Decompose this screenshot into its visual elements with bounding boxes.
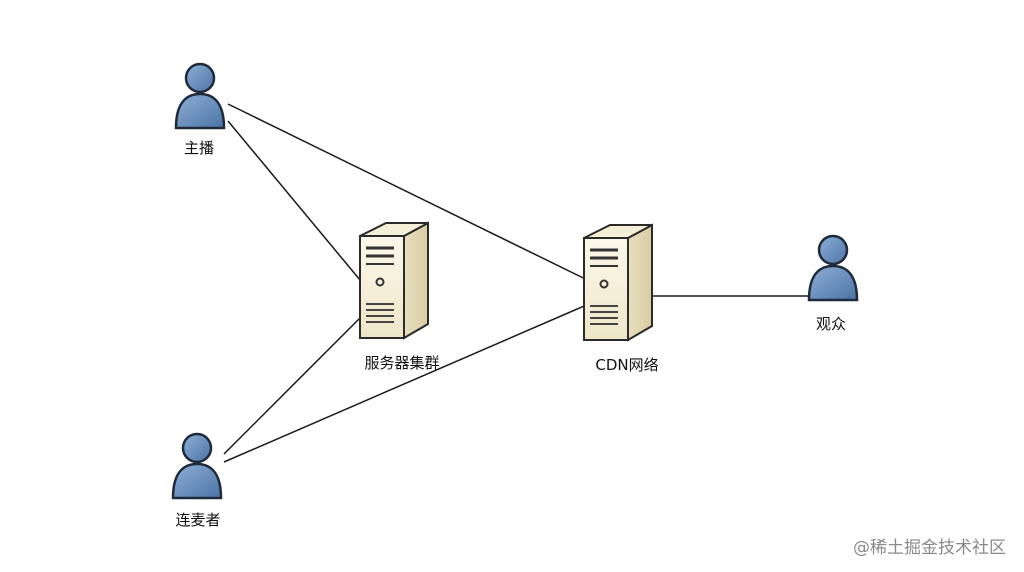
server-cluster-icon <box>358 221 430 340</box>
edge-anchor-cdn <box>227 103 619 296</box>
edges <box>223 103 808 463</box>
cdn-label: CDN网络 <box>595 356 659 374</box>
edge-cohost-cdn <box>223 299 599 463</box>
cohost-person-icon <box>171 432 223 500</box>
anchor-label: 主播 <box>183 139 215 157</box>
edge-anchor-server <box>227 120 361 281</box>
cohost-label: 连麦者 <box>175 511 221 529</box>
edge-cohost-server <box>223 317 361 455</box>
anchor-person-icon <box>174 62 226 130</box>
audience-person-icon <box>807 234 859 302</box>
server-cluster-label: 服务器集群 <box>364 354 440 372</box>
audience-label: 观众 <box>815 315 847 333</box>
watermark: @稀土掘金技术社区 <box>853 538 1006 558</box>
cdn-server-icon <box>582 223 654 342</box>
